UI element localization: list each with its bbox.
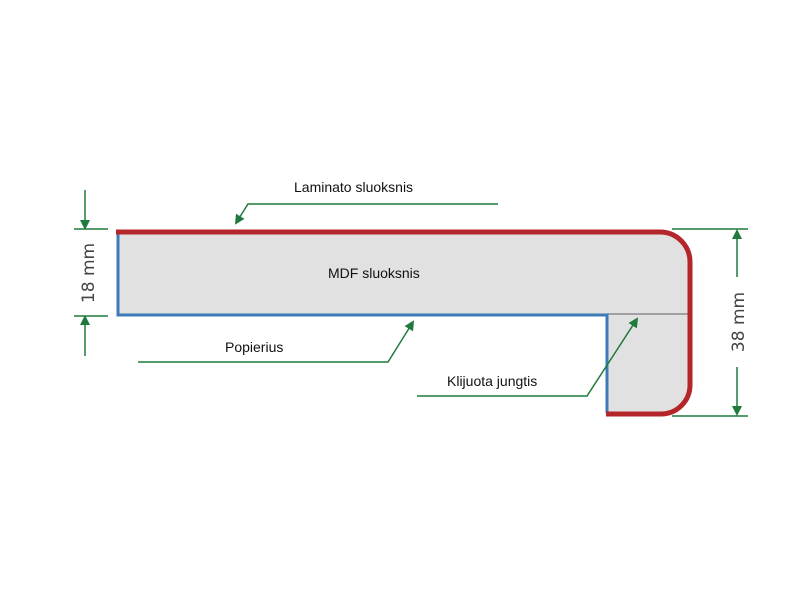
dimension-18mm-label: 18 mm	[79, 243, 99, 303]
mdf-label: MDF sluoksnis	[328, 265, 420, 281]
glued-joint-leader	[417, 317, 639, 397]
dimension-38mm	[672, 228, 748, 417]
dimension-38mm-label: 38 mm	[729, 292, 749, 352]
paper-leader	[138, 320, 415, 363]
paper-label: Popierius	[225, 339, 283, 355]
glued-joint-label: Klijuota jungtis	[447, 373, 537, 389]
dimension-18mm	[74, 190, 108, 356]
mdf-body	[118, 232, 690, 414]
laminate-leader	[234, 203, 498, 225]
laminate-layer	[116, 229, 693, 417]
laminate-label: Laminato sluoksnis	[294, 179, 413, 195]
